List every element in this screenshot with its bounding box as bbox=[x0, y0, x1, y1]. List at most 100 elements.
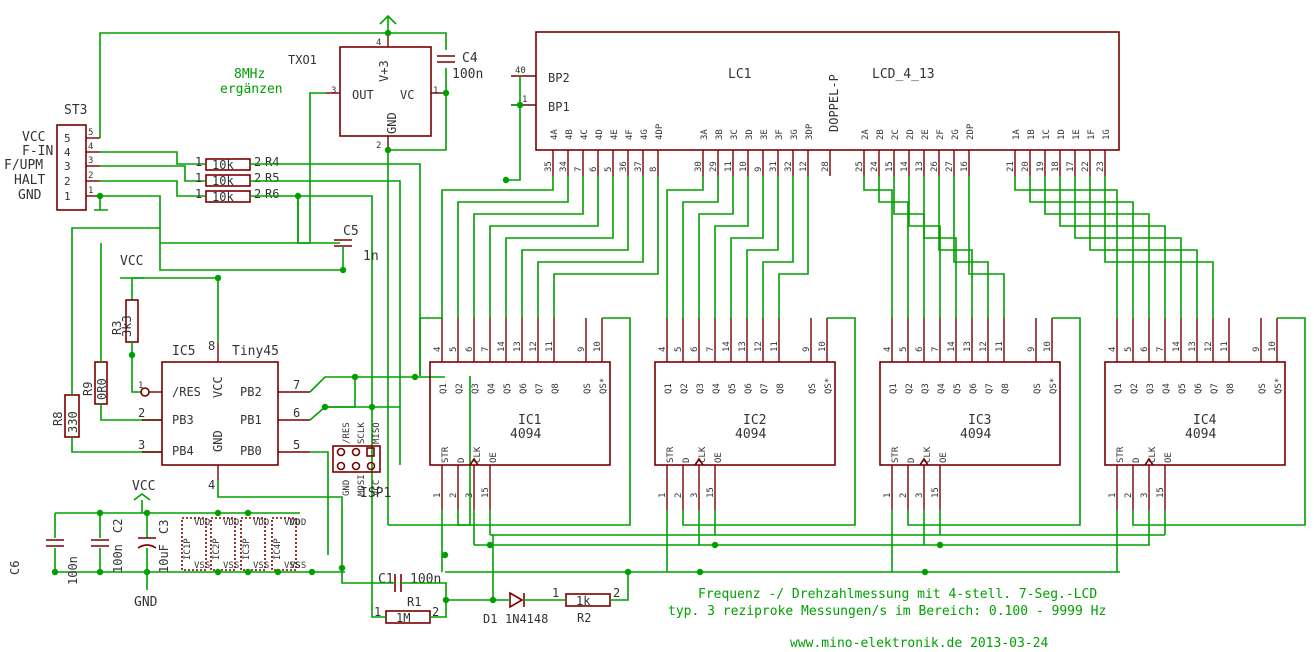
ic3-label: IC3 bbox=[968, 413, 991, 428]
ic-4094-2: IC24094Q14Q25Q36Q47Q514Q613Q712Q811QS9QS… bbox=[654, 318, 836, 510]
ic1-type: 4094 bbox=[510, 427, 541, 442]
wire-d-1 bbox=[457, 317, 631, 526]
ic1-body bbox=[429, 361, 611, 466]
lcd-seg-1F: 1F bbox=[1087, 129, 1097, 140]
ic4-pin-Q6: Q6 bbox=[1194, 383, 1204, 394]
wire-3G bbox=[762, 176, 794, 318]
ic3-num-Q3: 6 bbox=[915, 347, 925, 352]
ic2-clk-marker bbox=[694, 457, 704, 466]
ic1-pin-Q5: Q5 bbox=[503, 383, 513, 394]
lcd-pinnum-4A: 35 bbox=[544, 161, 554, 172]
supply-box-3 bbox=[240, 517, 266, 571]
lcd-doppel: DOPPEL-P bbox=[827, 74, 841, 132]
ic5-n2: 2 bbox=[138, 406, 145, 420]
lcd-seg-3A: 3A bbox=[700, 129, 710, 140]
ic3-num-CLK: 3 bbox=[915, 493, 925, 498]
d1-label: D1 bbox=[483, 612, 497, 626]
lcd-pinnum-1A: 21 bbox=[1006, 161, 1016, 172]
junction-22 bbox=[214, 568, 222, 576]
title-line-1: Frequenz -/ Drehzahlmessung mit 4-stell.… bbox=[698, 587, 1097, 602]
st3-label: ST3 bbox=[64, 103, 87, 118]
ic4-pin-STR: STR bbox=[1116, 446, 1126, 463]
st3-pnum-4: 4 bbox=[88, 142, 93, 152]
r5-pin2: 2 bbox=[254, 171, 261, 185]
lcd-seg-4F: 4F bbox=[625, 129, 635, 140]
ic5-tiny45: IC5 Tiny45 /RES PB3 PB4 PB2 PB1 PB0 VCC … bbox=[138, 339, 310, 492]
ic5-n7: 7 bbox=[293, 378, 300, 392]
ic5-pin-pb2: PB2 bbox=[240, 385, 262, 399]
junction-17 bbox=[96, 568, 104, 576]
c2-label: C2 bbox=[111, 519, 125, 533]
wire-2G bbox=[953, 176, 989, 318]
r6-value: 10k bbox=[212, 190, 234, 204]
txo-out: OUT bbox=[352, 88, 374, 102]
ic1-num-Q2: 5 bbox=[449, 347, 459, 352]
txo-label: TXO1 bbox=[288, 53, 317, 67]
lcd-pinnum-3DP: 12 bbox=[799, 161, 809, 172]
lcd-seg-2DP: 2DP bbox=[966, 123, 976, 140]
st3-num-2: 2 bbox=[64, 175, 71, 188]
ic2-pin-QS*: QS* bbox=[824, 378, 834, 394]
r2-pin2: 2 bbox=[613, 586, 620, 600]
wire-4B bbox=[457, 176, 569, 318]
resistor-r9: 0R0 R9 bbox=[81, 361, 109, 405]
ic5-pin-gnd: GND bbox=[211, 430, 225, 452]
ic3-num-Q5: 14 bbox=[947, 341, 957, 352]
ic4-num-Q6: 13 bbox=[1188, 341, 1198, 352]
lcd-seg-4E: 4E bbox=[610, 129, 620, 140]
r1-value: 1M bbox=[396, 611, 410, 625]
ic4-num-Q1: 4 bbox=[1108, 347, 1118, 352]
ic1-pin-OE: OE bbox=[489, 452, 499, 463]
junction-1 bbox=[96, 192, 104, 200]
c4-label: C4 bbox=[462, 51, 478, 66]
txo-v3: V+3 bbox=[377, 60, 391, 82]
ic2-pin-CLK: CLK bbox=[698, 446, 708, 463]
ic4-num-Q8: 11 bbox=[1220, 341, 1230, 352]
r2-value: 1k bbox=[576, 594, 591, 608]
r3-value: 3k3 bbox=[120, 315, 134, 337]
ic3-pin-Q3: Q3 bbox=[921, 383, 931, 394]
junction-24 bbox=[274, 568, 282, 576]
lcd-seg-1G: 1G bbox=[1102, 129, 1112, 140]
ic4-label: IC4 bbox=[1193, 413, 1217, 428]
lcd-pinnum-1B: 20 bbox=[1021, 161, 1031, 172]
lcd-seg-2A: 2A bbox=[861, 129, 871, 140]
junction-33 bbox=[936, 541, 944, 549]
c2-value: 100n bbox=[111, 544, 125, 573]
c3-label: C3 bbox=[157, 520, 171, 534]
ic1-num-D: 2 bbox=[449, 493, 459, 498]
lcd-pin40: 40 bbox=[515, 66, 526, 76]
ic4-pin-Q5: Q5 bbox=[1178, 383, 1188, 394]
r6-pin2: 2 bbox=[254, 187, 261, 201]
lcd-pinnum-2E: 13 bbox=[915, 161, 925, 172]
r6-pin1: 1 bbox=[195, 187, 202, 201]
ic2-num-Q1: 4 bbox=[658, 347, 668, 352]
junction-6 bbox=[384, 146, 392, 154]
lcd-pinnum-3D: 10 bbox=[739, 161, 749, 172]
lcd-pinnum-3C: 11 bbox=[724, 161, 734, 172]
ic3-num-Q4: 7 bbox=[931, 347, 941, 352]
ic2-num-CLK: 3 bbox=[690, 493, 700, 498]
ic3-pin-Q2: Q2 bbox=[905, 383, 915, 394]
ic4-num-QS: 9 bbox=[1252, 347, 1262, 352]
ic3-pin-OE: OE bbox=[939, 452, 949, 463]
ic4-pin-Q1: Q1 bbox=[1114, 383, 1124, 394]
r1-pin1: 1 bbox=[374, 605, 381, 619]
ic3-pin-D: D bbox=[907, 458, 917, 463]
lcd-pinnum-3A: 30 bbox=[694, 161, 704, 172]
ic2-pin-Q8: Q8 bbox=[776, 383, 786, 394]
ic1-pin-D: D bbox=[457, 458, 467, 463]
ic3-type: 4094 bbox=[960, 427, 991, 442]
power-decoupling: VCC C6 100n 100n C2 10uF C3 GND IC1PVDDV… bbox=[8, 479, 345, 610]
wire-1B bbox=[1029, 176, 1134, 318]
ic5-pin-pb4: PB4 bbox=[172, 444, 194, 458]
wire-4C bbox=[473, 176, 584, 318]
supply-vss-1: VSS bbox=[194, 561, 210, 571]
junction-9 bbox=[351, 373, 359, 381]
st3-pin-fupm: F/UPM bbox=[4, 158, 43, 173]
ic5-n5: 5 bbox=[293, 438, 300, 452]
ic3-num-QS*: 10 bbox=[1043, 341, 1053, 352]
ic2-pin-Q3: Q3 bbox=[696, 383, 706, 394]
junction-4 bbox=[384, 29, 392, 37]
resistor-r8: 330 R8 bbox=[51, 394, 80, 438]
